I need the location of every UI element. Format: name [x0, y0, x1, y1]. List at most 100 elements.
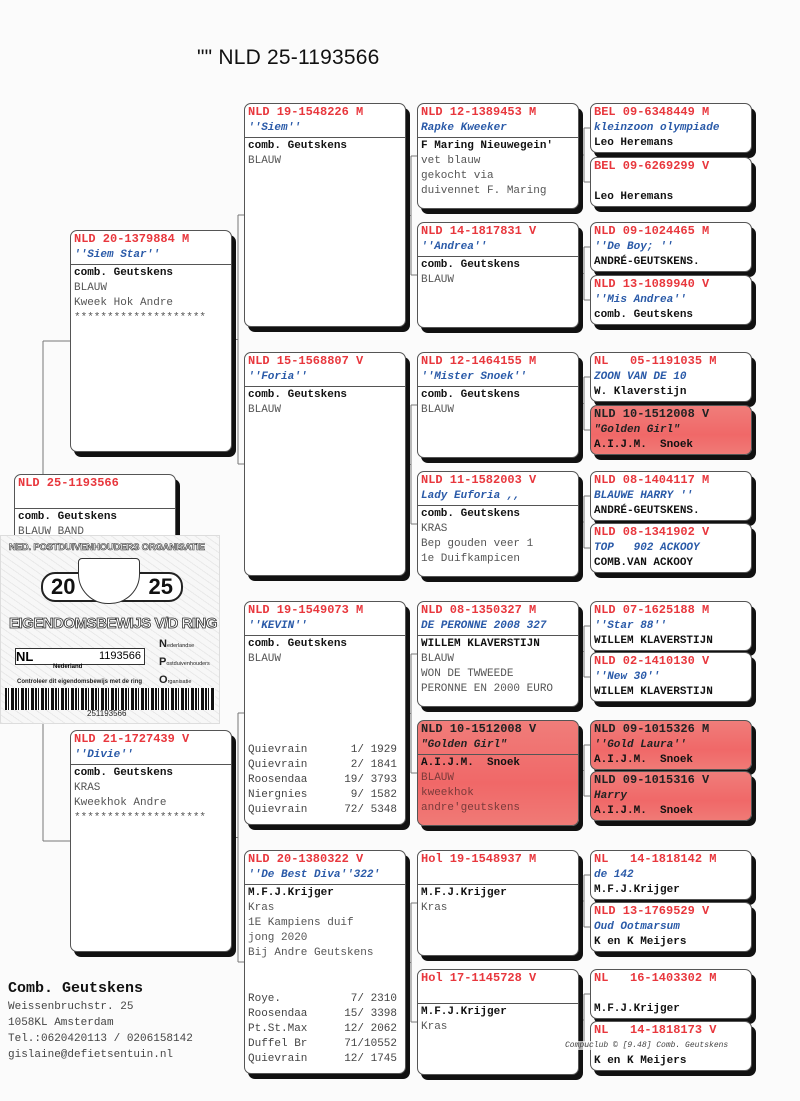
separator — [418, 386, 578, 387]
owner: F Maring Nieuwegein' — [421, 140, 554, 152]
owner: WILLEM KLAVERSTIJN — [421, 638, 540, 650]
detail-line: KRAS — [421, 523, 448, 535]
pigeon-name: "Golden Girl" — [421, 739, 507, 751]
pigeon-card-gen2[interactable]: NLD 20-1380322 V''De Best Diva''322'M.F.… — [244, 850, 406, 1074]
pigeon-name: de 142 — [594, 869, 634, 881]
detail-line: Bep gouden veer 1 — [421, 538, 534, 550]
pigeon-card-gen4[interactable]: NLD 09-1015326 M''Gold Laura''A.I.J.M. S… — [590, 720, 752, 770]
npo-p-rest: ostduivenhouders — [166, 661, 210, 667]
card-notice: Controleer dit eigendomsbewijs met de ri… — [17, 679, 143, 685]
separator — [245, 137, 405, 138]
race-place: 1/ 1929 — [350, 744, 397, 756]
detail-line: BLAUW — [248, 404, 282, 416]
ring-number: Hol 17-1145728 V — [421, 971, 537, 985]
ring-number: NLD 19-1549073 M — [248, 603, 364, 617]
pigeon-card-gen4[interactable]: NLD 09-1024465 M''De Boy; ''ANDRÉ-GEUTSK… — [590, 222, 752, 272]
pigeon-name: TOP 902 ACKOOY — [594, 542, 700, 554]
pigeon-card-gen3[interactable]: NLD 12-1464155 M''Mister Snoek''comb. Ge… — [417, 352, 579, 458]
race-name: Roosendaa — [248, 1008, 308, 1020]
detail-line: 1e Duifkampicen — [421, 553, 521, 565]
owner: Leo Heremans — [594, 137, 674, 149]
detail-line: vet blauw — [421, 155, 481, 167]
ring-number: NLD 12-1389453 M — [421, 105, 537, 119]
breeder-email: gislaine@defietsentuin.nl — [8, 1049, 174, 1061]
owner: comb. Geutskens — [421, 389, 521, 401]
card-npo-legend: Nederlandse Postduivenhouders Organisati… — [159, 636, 210, 690]
ring-number: NLD 21-1727439 V — [74, 732, 190, 746]
pigeon-card-gen4[interactable]: NLD 02-1410130 V''New 30''WILLEM KLAVERS… — [590, 652, 752, 702]
ring-number: NLD 15-1568807 V — [248, 354, 364, 368]
ring-number: NLD 13-1089940 V — [594, 277, 710, 291]
detail-line: gekocht via — [421, 170, 494, 182]
separator — [418, 505, 578, 506]
owner: COMB.VAN ACKOOY — [594, 557, 694, 569]
pigeon-card-gen3[interactable]: NLD 14-1817831 V''Andrea''comb. Geutsken… — [417, 222, 579, 328]
card-ring-field: NL 1193566 — [15, 648, 145, 665]
detail-line: BLAUW — [248, 653, 282, 665]
detail-line: Bij Andre Geutskens — [248, 947, 374, 959]
detail-line: BLAUW — [421, 772, 455, 784]
card-organisation: NED. POSTDUIVENHOUDERS ORGANISATIE — [9, 542, 206, 554]
pigeon-card-gen4[interactable]: NLD 07-1625188 M''Star 88''WILLEM KLAVER… — [590, 601, 752, 651]
detail-line: Kras — [421, 902, 448, 914]
owner: comb. Geutskens — [594, 309, 694, 321]
pigeon-name: ''Star 88'' — [594, 620, 667, 632]
breeder-contact: Comb. Geutskens Weissenbruchstr. 25 1058… — [8, 979, 193, 1063]
card-year-left: 20 — [51, 574, 76, 599]
ring-number: NLD 12-1464155 M — [421, 354, 537, 368]
detail-line: duivennet F. Maring — [421, 185, 547, 197]
separator — [245, 386, 405, 387]
detail-line: andre'geutskens — [421, 802, 521, 814]
race-place: 72/ 5348 — [344, 804, 397, 816]
pigeon-name: ''Divie'' — [74, 749, 134, 761]
pigeon-card-gen3[interactable]: NLD 12-1389453 M Rapke Kweeker F Maring Ni… — [417, 103, 579, 209]
separator — [418, 884, 578, 885]
ring-number: NL 14-1818142 M — [594, 852, 717, 866]
pigeon-name: Rapke Kweeker — [421, 122, 507, 134]
breeder-name: Comb. Geutskens — [8, 980, 144, 997]
pigeon-card-gen1[interactable]: NLD 20-1379884 M''Siem Star''comb. Geuts… — [70, 230, 232, 452]
pigeon-card-gen2[interactable]: NLD 19-1549073 M''KEVIN''comb. Geutskens… — [244, 601, 406, 825]
race-name: Quievrain — [248, 804, 308, 816]
breeder-phone: Tel.:0620420113 / 0206158142 — [8, 1033, 193, 1045]
race-place: 71/10552 — [344, 1038, 397, 1050]
pigeon-name: BLAUWE HARRY '' — [594, 490, 694, 502]
owner: WILLEM KLAVERSTIJN — [594, 635, 713, 647]
owner: comb. Geutskens — [248, 638, 348, 650]
pigeon-card-gen1[interactable]: NLD 21-1727439 V''Divie''comb. Geutskens… — [70, 730, 232, 952]
owner: comb. Geutskens — [421, 259, 521, 271]
pigeon-card-gen2[interactable]: NLD 15-1568807 V''Foria''comb. Geutskens… — [244, 352, 406, 576]
pigeon-card-gen3[interactable]: NLD 10-1512008 V"Golden Girl"A.I.J.M. Sn… — [417, 720, 579, 826]
pigeon-card-gen4[interactable]: NLD 10-1512008 V"Golden Girl"A.I.J.M. Sn… — [590, 405, 752, 455]
race-name: Quievrain — [248, 1053, 308, 1065]
ring-number: NLD 09-1024465 M — [594, 224, 710, 238]
ring-number: NLD 11-1582003 V — [421, 473, 537, 487]
pigeon-name: ''New 30'' — [594, 671, 661, 683]
pigeon-card-gen4[interactable]: NLD 13-1089940 V''Mis Andrea''comb. Geut… — [590, 275, 752, 325]
owner: M.F.J.Krijger — [594, 884, 680, 896]
ring-number: NLD 02-1410130 V — [594, 654, 710, 668]
owner: K en K Meijers — [594, 936, 687, 948]
race-place: 7/ 2310 — [350, 993, 397, 1005]
separator — [418, 754, 578, 755]
owner: ANDRÉ-GEUTSKENS. — [594, 505, 700, 517]
owner: comb. Geutskens — [248, 389, 348, 401]
owner: M.F.J.Krijger — [421, 887, 507, 899]
ring-number: Hol 19-1548937 M — [421, 852, 537, 866]
